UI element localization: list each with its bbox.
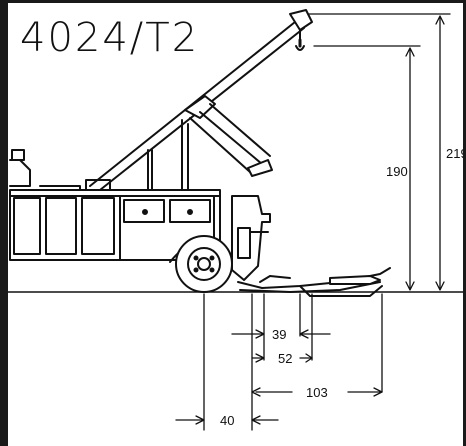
underlift — [231, 195, 391, 297]
secondary-boom — [181, 95, 273, 191]
dim-52-label: 52 — [278, 351, 292, 366]
model-title: 4024/T2 — [20, 15, 200, 61]
truck-body — [9, 149, 221, 261]
dim-190-label: 190 — [386, 164, 408, 179]
dim-103-label: 103 — [306, 385, 328, 400]
dim-219-label: 219 — [446, 146, 466, 161]
reach-dimensions — [175, 293, 383, 431]
dim-39-label: 39 — [272, 327, 286, 342]
height-dimensions — [307, 13, 451, 291]
dim-40-label: 40 — [220, 413, 234, 428]
